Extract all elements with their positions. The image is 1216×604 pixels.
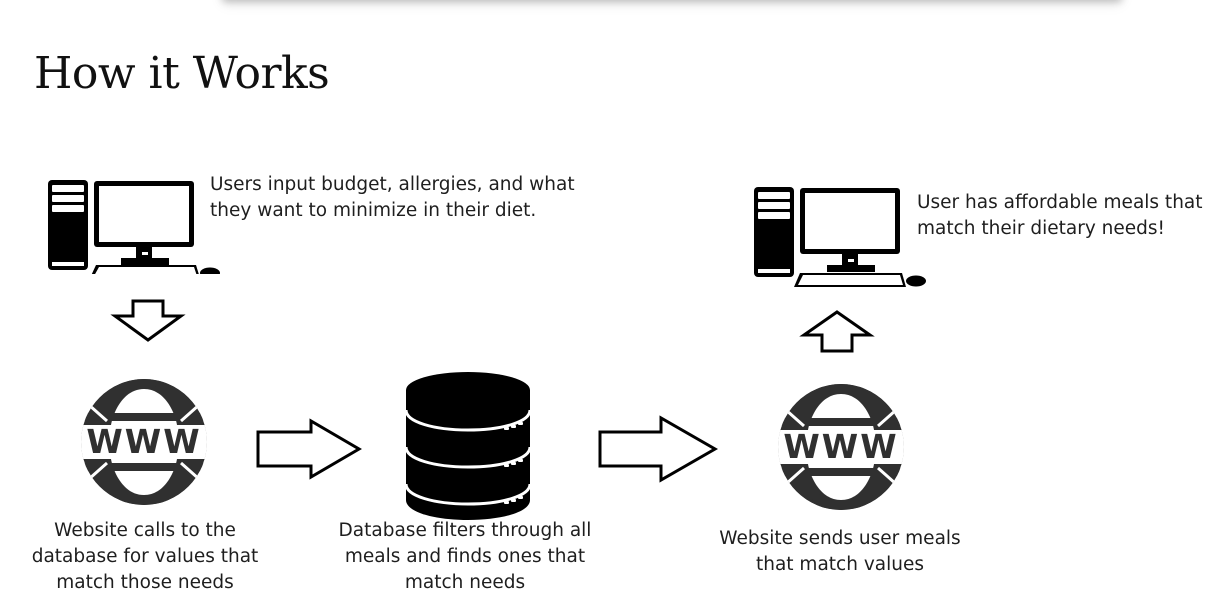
svg-text:WWW: WWW [783,427,898,466]
desktop-computer-icon [46,178,222,274]
database-icon [404,370,532,522]
svg-text:WWW: WWW [86,422,201,461]
arrow-down-icon [110,298,186,344]
caption-line: User has affordable meals that [917,192,1203,213]
step-caption-website-sends: Website sends user meals that match valu… [705,526,975,578]
arrow-right-icon [255,418,365,480]
caption-line: Database filters through all [338,520,592,541]
caption-line: match those needs [56,572,234,593]
desktop-computer-icon [752,185,928,289]
arrow-up-icon [799,309,875,355]
step-caption-user-input: Users input budget, allergies, and what … [210,172,610,224]
page-title: How it Works [34,48,330,99]
caption-line: database for values that [31,546,259,567]
caption-line: match needs [404,572,526,593]
caption-line: match their dietary needs! [917,218,1165,239]
arrow-right-icon [597,415,719,483]
caption-line: Users input budget, allergies, and what [210,174,575,195]
step-caption-database-filters: Database filters through all meals and f… [320,518,610,596]
step-caption-website-calls: Website calls to the database for values… [20,518,270,596]
caption-line: meals and finds ones that [344,546,586,567]
caption-line: Website calls to the [54,520,236,541]
step-caption-user-result: User has affordable meals that match the… [917,190,1216,242]
www-globe-icon: WWW [774,380,908,514]
www-globe-icon: WWW [77,375,211,509]
caption-line: they want to minimize in their diet. [210,200,537,221]
caption-line: that match values [755,554,924,575]
caption-line: Website sends user meals [719,528,961,549]
